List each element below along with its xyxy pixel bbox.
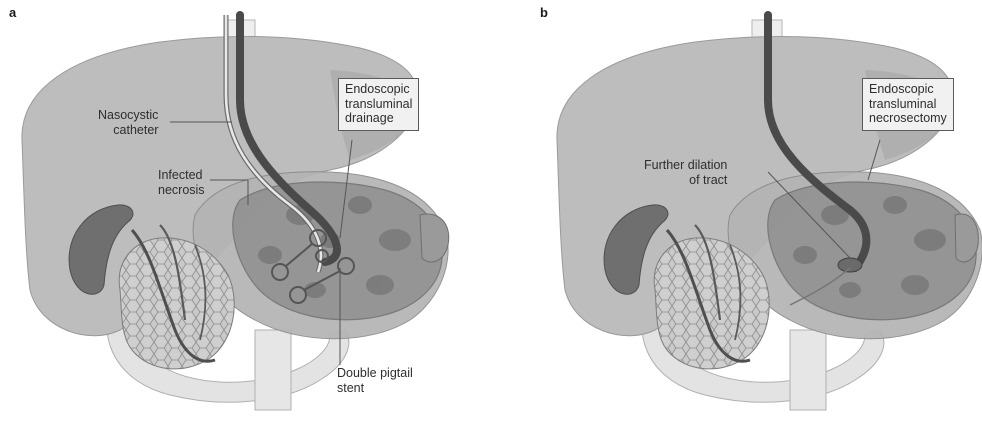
label-line: catheter <box>98 123 158 138</box>
aorta <box>255 330 291 410</box>
label-line: necrosectomy <box>869 111 947 126</box>
label-line: Double pigtail <box>337 366 413 381</box>
label-line: Further dilation <box>644 158 727 173</box>
panel-b-illustration <box>557 15 982 410</box>
dilated-tract <box>838 258 862 272</box>
panel-a-letter: a <box>9 5 16 20</box>
callout-endoscopic-transluminal-drainage: Endoscopic transluminal drainage <box>338 78 419 131</box>
callout-endoscopic-transluminal-necrosectomy: Endoscopic transluminal necrosectomy <box>862 78 954 131</box>
label-line: transluminal <box>345 97 412 112</box>
label-infected-necrosis: Infected necrosis <box>158 168 205 197</box>
aorta <box>790 330 826 410</box>
label-line: Nasocystic <box>98 108 158 123</box>
panel-b-letter: b <box>540 5 548 20</box>
pancreatic-tail <box>420 214 449 262</box>
label-line: necrosis <box>158 183 205 198</box>
label-line: transluminal <box>869 97 947 112</box>
label-nasocystic-catheter: Nasocystic catheter <box>98 108 158 137</box>
label-line: stent <box>337 381 413 396</box>
label-line: of tract <box>644 173 727 188</box>
label-line: Infected <box>158 168 205 183</box>
label-double-pigtail-stent: Double pigtail stent <box>337 366 413 395</box>
label-further-dilation: Further dilation of tract <box>644 158 727 187</box>
label-line: drainage <box>345 111 412 126</box>
label-line: Endoscopic <box>869 82 947 97</box>
panel-a-illustration <box>22 15 449 410</box>
label-line: Endoscopic <box>345 82 412 97</box>
